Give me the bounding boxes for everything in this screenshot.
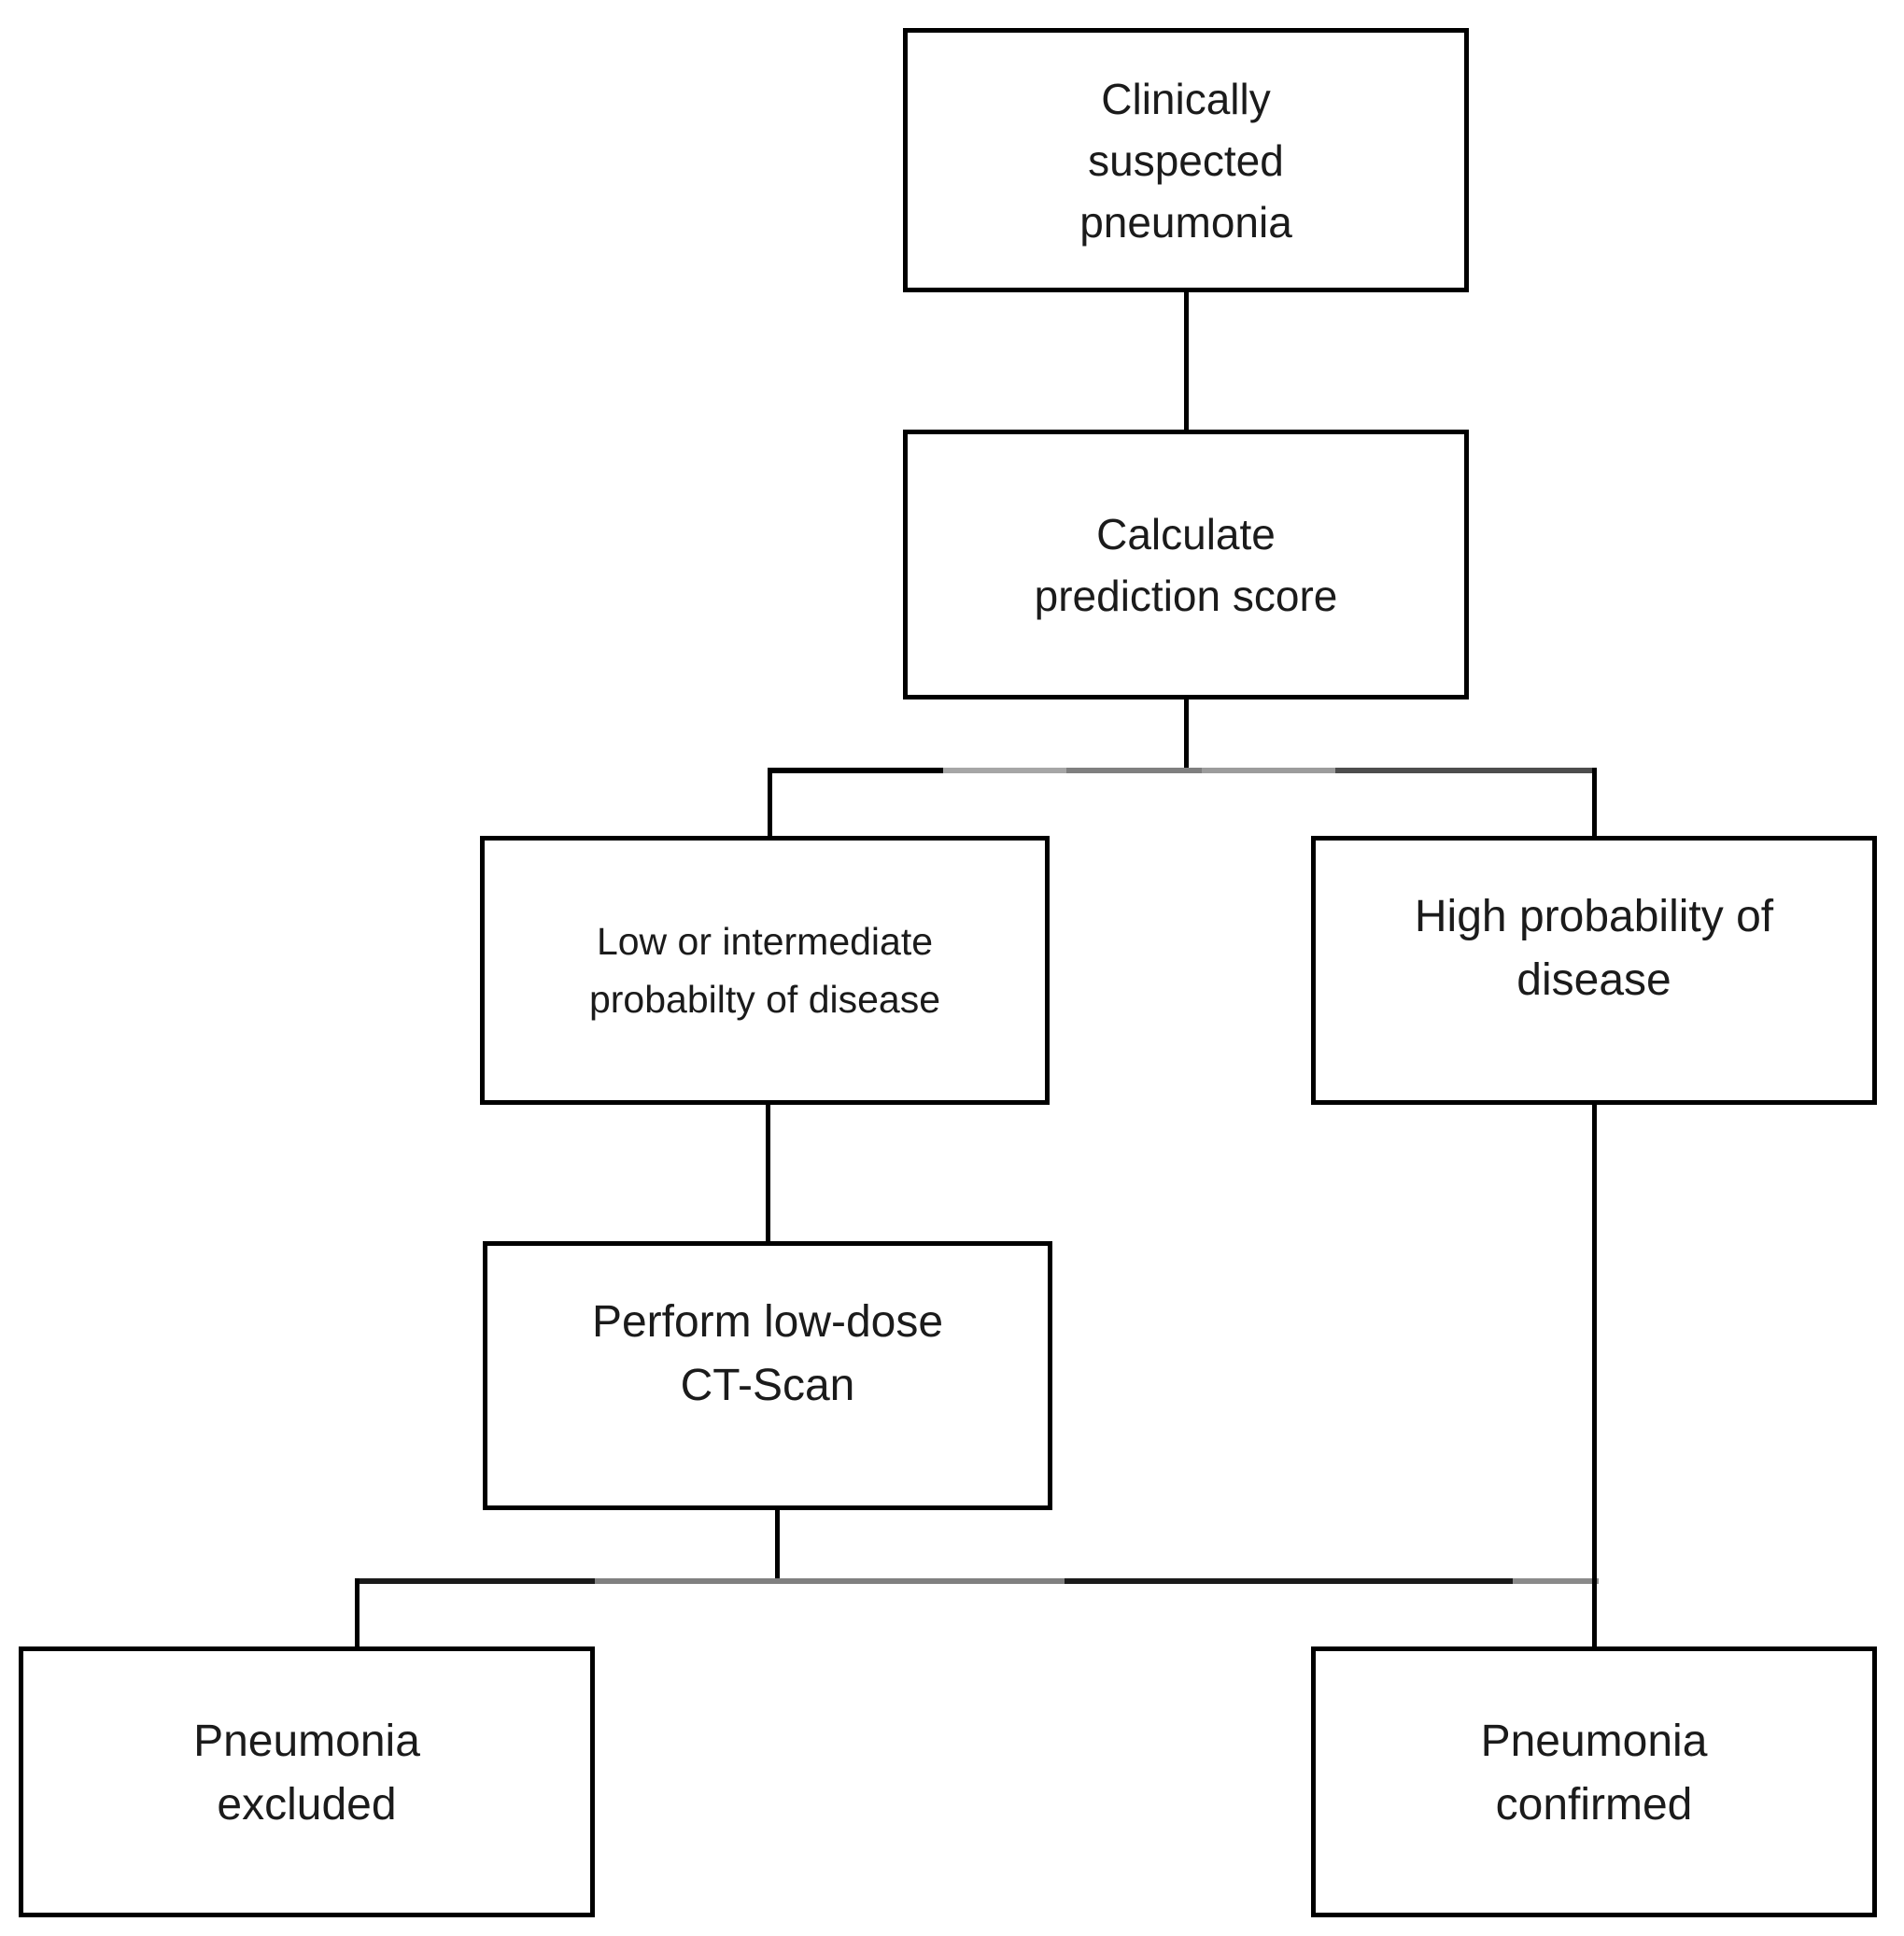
flow-box-perform-ct-scan: Perform low-dose CT-Scan <box>483 1241 1052 1510</box>
connector-low-intermediate-to-ct-scan <box>766 1105 770 1241</box>
connector-branch-to-low-intermediate <box>768 768 772 836</box>
branch-line-probability-split <box>768 768 1597 773</box>
box-label: Pneumonia confirmed <box>1480 1717 1708 1830</box>
connector-ct-scan-to-branch <box>775 1510 780 1581</box>
box-label: Pneumonia excluded <box>193 1717 420 1830</box>
flow-box-pneumonia-excluded: Pneumonia excluded <box>19 1646 595 1917</box>
connector-branch-to-high-probability <box>1592 768 1597 836</box>
flow-box-low-intermediate-probability: Low or intermediate probabilty of diseas… <box>480 836 1050 1105</box>
branch-line-ct-result-split <box>355 1578 1599 1584</box>
flow-box-calculate-prediction-score: Calculate prediction score <box>903 430 1469 700</box>
box-label: High probability of disease <box>1414 892 1774 1005</box>
connector-calculate-to-branch <box>1184 700 1189 770</box>
flow-box-high-probability: High probability of disease <box>1311 836 1877 1105</box>
flow-box-clinically-suspected-pneumonia: Clinically suspected pneumonia <box>903 28 1469 292</box>
box-label: Clinically suspected pneumonia <box>1079 74 1292 247</box>
box-label: Low or intermediate probabilty of diseas… <box>588 920 941 1021</box>
box-label: Perform low-dose CT-Scan <box>591 1297 944 1410</box>
connector-branch-to-excluded <box>355 1578 360 1646</box>
connector-high-probability-to-confirmed <box>1592 1105 1597 1646</box>
connector-suspected-to-calculate <box>1184 292 1189 430</box>
flow-box-pneumonia-confirmed: Pneumonia confirmed <box>1311 1646 1877 1917</box>
box-label: Calculate prediction score <box>1034 509 1338 620</box>
